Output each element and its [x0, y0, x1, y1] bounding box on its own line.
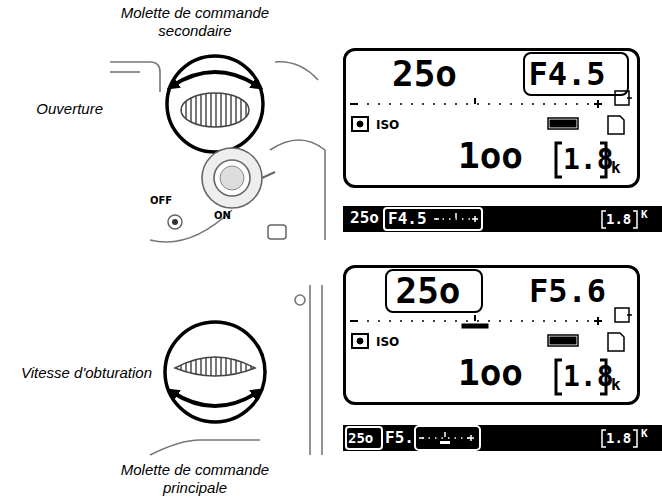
viewfinder-display: 25o F5. 1.8 K	[343, 425, 662, 451]
vf-digits: 25o	[348, 431, 373, 445]
highlight-box: F4.5	[523, 52, 629, 96]
lcd-digits: 1oo	[458, 355, 523, 391]
callout-label: Molette de commande secondaire	[110, 4, 280, 40]
callout-label: Molette de commande principale	[110, 461, 280, 497]
vf-unit: K	[641, 428, 648, 439]
lcd-digits: F4.5	[529, 58, 606, 90]
rotation-arrow	[172, 392, 258, 406]
highlight-circle	[167, 56, 263, 152]
sub-command-dial	[181, 93, 249, 127]
vf-digits: F5.	[385, 430, 414, 446]
vf-digits: 1.8	[606, 431, 631, 445]
viewfinder-strip	[343, 206, 662, 232]
lcd-panel: 25o F5.6ISO 1oo 1.8k	[343, 265, 640, 405]
lcd-graphics	[350, 308, 632, 394]
lcd-panel: F4.5 25oISO 1oo 1.8k	[343, 48, 640, 188]
lcd-digits: F5.6	[529, 275, 606, 307]
shutter-release	[202, 148, 275, 208]
button	[268, 225, 286, 239]
vf-digits: F4.5	[388, 211, 427, 227]
button	[168, 215, 182, 229]
lcd-digits: 1oo	[458, 138, 523, 174]
highlight-box: 25o	[385, 269, 483, 313]
main-command-dial	[175, 357, 255, 376]
lcd-unit: k	[611, 160, 621, 176]
callout-label: Vitesse d'obturation	[2, 364, 152, 382]
camera-front	[150, 285, 322, 455]
vf-unit: K	[641, 209, 648, 220]
switch-label: ON	[214, 211, 231, 221]
viewfinder-strip	[343, 425, 662, 451]
vf-digits: 25o	[350, 210, 379, 226]
viewfinder-display: F4.5 25o 1.8 K	[343, 206, 662, 232]
lcd-unit: k	[611, 377, 621, 393]
button	[172, 219, 178, 225]
iso-label: ISO	[376, 119, 399, 131]
strip-graphics	[415, 211, 637, 450]
rotation-arrow	[172, 72, 258, 86]
camera-top	[110, 62, 325, 242]
iso-label: ISO	[376, 336, 399, 348]
vf-digits: 1.8	[606, 212, 631, 226]
lcd-digits: 25o	[392, 56, 457, 92]
highlight-box: F4.5	[383, 207, 483, 231]
callout-label: Ouverture	[8, 100, 103, 118]
lcd-digits: 1.8	[563, 363, 614, 391]
highlight-circle	[165, 322, 265, 422]
switch-label: OFF	[150, 196, 172, 206]
highlight-box: 25o	[345, 426, 383, 450]
lcd-digits: 1.8	[563, 146, 614, 174]
lcd-graphics	[350, 91, 632, 177]
lcd-digits: 25o	[396, 273, 461, 309]
